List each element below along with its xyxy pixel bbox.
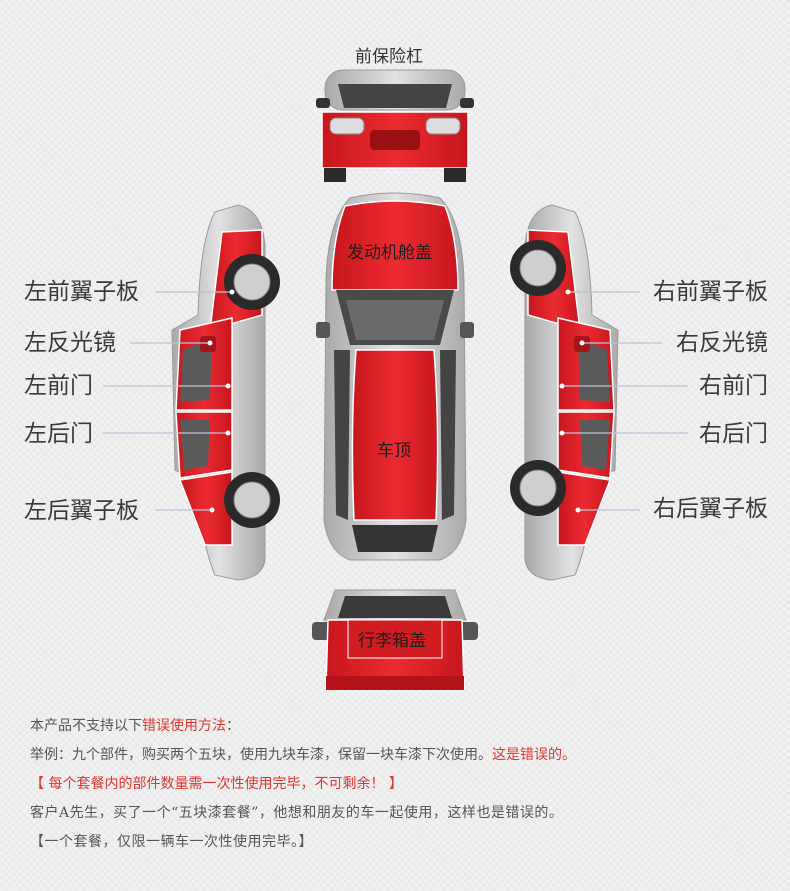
right-leader-lines <box>562 291 688 511</box>
label-front-bumper: 前保险杠 <box>355 47 423 67</box>
label-left-front-fender: 左前翼子板 <box>24 279 139 305</box>
note-this-is-wrong: 这是错误的。 <box>492 747 576 763</box>
label-right-front-fender: 右前翼子板 <box>653 279 768 305</box>
label-right-rear-fender: 右后翼子板 <box>653 496 768 522</box>
top-view-car <box>316 192 474 561</box>
note-error-method: 错误使用方法 <box>142 718 226 734</box>
label-hood: 发动机舱盖 <box>347 243 432 263</box>
left-leader-dots <box>207 289 235 513</box>
left-side-view-car <box>171 204 280 581</box>
front-view-car <box>316 69 474 182</box>
label-right-rear-door: 右后门 <box>699 421 768 447</box>
label-right-mirror: 右反光镜 <box>676 330 768 356</box>
usage-notes: 本产品不支持以下错误使用方法： 举例：九个部件，购买两个五块，使用九块车漆，保留… <box>30 712 770 857</box>
right-side-view-car <box>510 204 619 581</box>
label-left-rear-door: 左后门 <box>24 421 93 447</box>
car-panel-diagram <box>103 69 688 690</box>
rear-view-car <box>312 589 478 690</box>
label-left-mirror: 左反光镜 <box>24 330 116 356</box>
right-leader-dots <box>559 289 585 513</box>
label-trunk: 行李箱盖 <box>358 631 426 651</box>
label-roof: 车顶 <box>377 441 411 461</box>
note-line-5: 【一个套餐，仅限一辆车一次性使用完毕。】 <box>30 834 313 850</box>
label-right-front-door: 右前门 <box>699 373 768 399</box>
note-line-2: 举例：九个部件，购买两个五块，使用九块车漆，保留一块车漆下次使用。这是错误的。 <box>30 747 576 763</box>
label-left-front-door: 左前门 <box>24 373 93 399</box>
note-line-1: 本产品不支持以下错误使用方法： <box>30 718 240 734</box>
left-leader-lines <box>103 291 232 511</box>
note-line-3: 【 每个套餐内的部件数量需一次性使用完毕，不可剩余！ 】 <box>30 776 403 792</box>
label-left-rear-fender: 左后翼子板 <box>24 498 139 524</box>
note-line-4: 客户A先生，买了一个“五块漆套餐”，他想和朋友的车一起使用，这样也是错误的。 <box>30 805 564 821</box>
